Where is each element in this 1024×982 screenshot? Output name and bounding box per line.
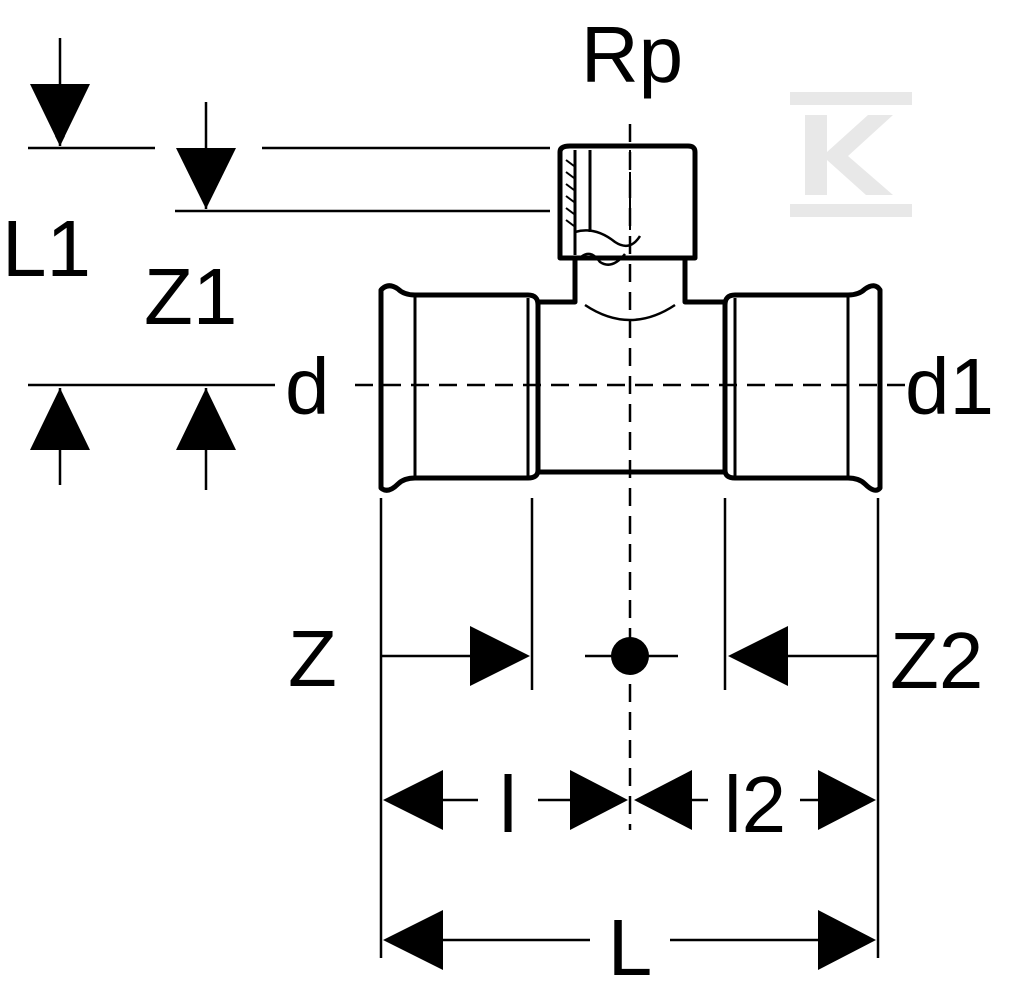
label-z: Z [288,614,337,703]
l2-left-arrow-icon [634,770,692,830]
center-dot-icon [611,637,649,675]
l1-top-arrow-icon [30,84,90,146]
l-left-arrow-icon [383,770,443,830]
l-right-arrow-icon [570,770,628,830]
z2-arrow-icon [728,626,788,686]
label-L: L [608,903,653,982]
tee-center-section [535,255,728,475]
l1-bottom-arrow-icon [30,388,90,450]
threaded-outlet [557,143,698,261]
z1-dimension [176,102,236,490]
z1-top-arrow-icon [176,148,236,209]
k-logo-watermark-icon [790,92,912,217]
l2-dimension [634,770,876,830]
center-lines [355,124,905,830]
label-l2: l2 [724,760,786,849]
label-l1: L1 [2,204,91,293]
z2-dimension [728,626,878,686]
L-left-arrow-icon [383,910,443,970]
center-point [585,637,678,675]
l1-dimension [30,38,90,485]
label-d: d [285,342,330,431]
z-dimension [381,626,530,686]
l-dimension [383,770,628,830]
label-rp: Rp [581,10,683,99]
z-arrow-icon [470,626,530,686]
label-l: l [499,760,517,849]
L-right-arrow-icon [818,910,876,970]
label-d1: d1 [905,342,994,431]
label-z2: Z2 [890,616,983,705]
label-z1: Z1 [144,252,237,341]
z1-bottom-arrow-icon [176,388,236,450]
right-press-socket [722,283,883,493]
L-dimension [383,910,876,970]
tee-body [378,143,883,493]
l2-right-arrow-icon [818,770,876,830]
extension-lines [28,146,880,958]
left-press-socket [378,283,541,493]
